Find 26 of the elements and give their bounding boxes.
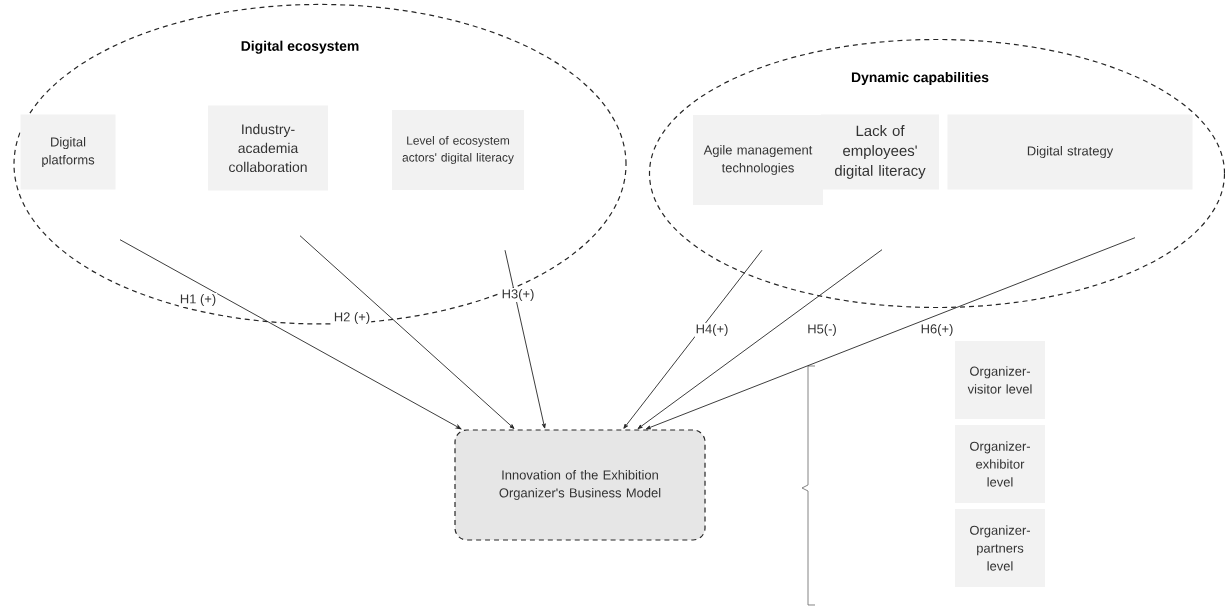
arrow	[504, 249, 546, 429]
factor-box: Industry-academia collaboration	[208, 105, 328, 191]
node-label: Agile management technologies	[703, 144, 813, 175]
edge-label: H3(+)	[500, 287, 536, 302]
edge-label: H4(+)	[694, 322, 730, 337]
process-box: Innovation of the Exhibition Organizer's Business Model	[454, 429, 706, 541]
factor-box: Organizer-exhibitor level	[955, 425, 1045, 503]
factor-box: Digital platforms	[20, 114, 116, 190]
factor-box: Organizer-visitor level	[955, 341, 1045, 419]
group-heading: Digital ecosystem	[241, 40, 359, 54]
factor-box: Lack of employees' digital literacy	[821, 114, 939, 190]
edge-label: H6(+)	[919, 322, 955, 337]
edge-label: H5(-)	[806, 322, 838, 337]
node-label: Lack of employees' digital literacy	[834, 125, 926, 179]
edge-label: H1 (+)	[178, 292, 218, 307]
arrow	[119, 239, 462, 430]
factor-box: Agile management technologies	[693, 115, 823, 205]
factor-box: Level of ecosystem actors' digital literacy	[392, 110, 524, 190]
edge-label: H2 (+)	[332, 310, 372, 325]
arrow	[645, 237, 1136, 430]
factor-box: Organizer-partners level	[955, 509, 1045, 587]
arrow	[637, 249, 883, 430]
arrow	[299, 235, 515, 429]
arrow	[623, 249, 763, 429]
group-heading: Dynamic capabilities	[851, 72, 989, 85]
factor-box: Digital strategy	[947, 114, 1193, 190]
